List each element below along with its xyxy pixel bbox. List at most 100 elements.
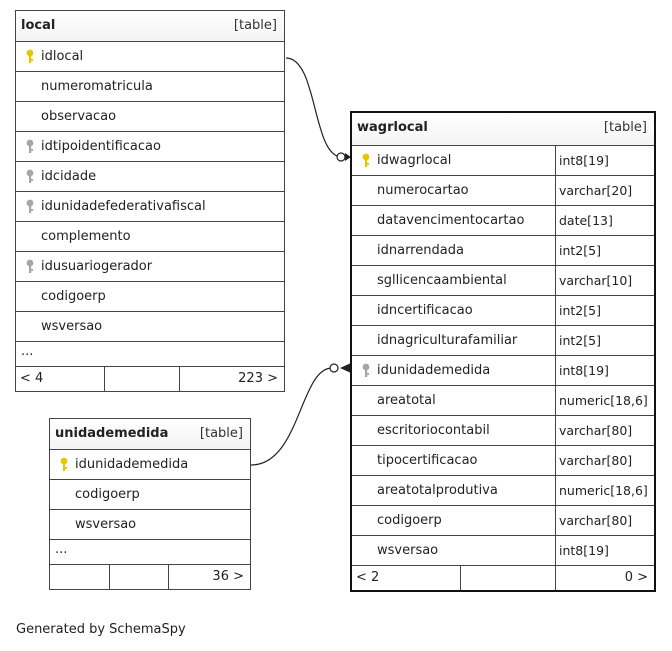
column-row[interactable]: escritoriocontabil varchar[80] [352,416,654,446]
foreign-key-icon [25,259,35,274]
column-name: codigoerp [377,513,442,528]
table-name: wagrlocal [357,120,428,135]
generated-by-label: Generated by SchemaSpy [16,622,186,637]
column-row[interactable]: observacao [16,102,284,132]
column-name: areatotalprodutiva [377,483,498,498]
table-header[interactable]: local [table] [16,11,284,42]
column-name: idncertificacao [377,303,473,318]
column-type: int8[19] [555,356,654,385]
foreign-key-icon [25,199,35,214]
foreign-key-icon [25,169,35,184]
column-type: varchar[20] [555,176,654,205]
column-type: varchar[80] [555,446,654,475]
column-row[interactable]: codigoerp [50,480,250,510]
more-columns: ... [50,540,250,565]
more-columns: ... [16,342,284,367]
column-row[interactable]: wsversao int8[19] [352,536,654,566]
column-name: datavencimentocartao [377,213,525,228]
table-unidademedida[interactable]: unidademedida [table] idunidademedida cod… [49,418,251,590]
foreign-key-icon [361,363,371,378]
foreign-key-icon [25,139,35,154]
relationship-line-local-wagrlocal [285,57,343,158]
crowfoot-marker [340,363,351,373]
column-row[interactable]: wsversao [50,510,250,540]
column-row[interactable]: numerocartao varchar[20] [352,176,654,206]
table-footer: < 2 0 > [352,566,654,590]
column-name: areatotal [377,393,436,408]
table-local[interactable]: local [table] idlocal numeromatricula obse… [15,10,285,392]
column-row[interactable]: datavencimentocartao date[13] [352,206,654,236]
crowfoot-marker [345,153,351,161]
column-row[interactable]: areatotal numeric[18,6] [352,386,654,416]
column-row[interactable]: idunidademedida int8[19] [352,356,654,386]
key-icon [361,153,371,168]
children-count[interactable]: 223 > [238,371,278,386]
relationship-line-unidademedida-wagrlocal [250,367,333,466]
column-row[interactable]: numeromatricula [16,72,284,102]
column-name: wsversao [377,543,439,558]
column-row[interactable]: idunidademedida [50,450,250,480]
column-name: observacao [41,109,117,124]
column-name: idunidademedida [377,363,491,378]
column-name: idunidademedida [75,457,189,472]
column-name: sgllicencaambiental [377,273,507,288]
table-kind: [table] [199,426,243,441]
children-count[interactable]: 36 > [212,569,244,584]
column-row[interactable]: idusuariogerador [16,252,284,282]
children-count[interactable]: 0 > [624,570,648,585]
column-name: wsversao [41,319,103,334]
column-row[interactable]: idtipoidentificacao [16,132,284,162]
table-kind: [table] [603,120,647,135]
table-footer: 36 > [50,565,250,589]
table-header[interactable]: unidademedida [table] [50,419,250,450]
column-name: idnarrendada [377,243,464,258]
column-name: idtipoidentificacao [41,139,161,154]
column-name: numeromatricula [41,79,153,94]
table-name: unidademedida [55,426,169,441]
column-name: tipocertificacao [377,453,478,468]
column-name: wsversao [75,517,137,532]
column-row[interactable]: idlocal [16,42,284,72]
table-kind: [table] [233,18,277,33]
parents-count[interactable]: < 2 [356,570,380,585]
column-row[interactable]: tipocertificacao varchar[80] [352,446,654,476]
column-name: codigoerp [41,289,106,304]
column-row[interactable]: areatotalprodutiva numeric[18,6] [352,476,654,506]
table-name: local [21,18,56,33]
column-name: codigoerp [75,487,140,502]
table-footer: < 4 223 > [16,367,284,391]
column-row[interactable]: codigoerp [16,282,284,312]
column-row[interactable]: wsversao [16,312,284,342]
column-row[interactable]: idnagriculturafamiliar int2[5] [352,326,654,356]
column-name: idcidade [41,169,97,184]
column-name: complemento [41,229,131,244]
column-row[interactable]: idwagrlocal int8[19] [352,146,654,176]
optional-marker [329,363,339,373]
column-type: numeric[18,6] [555,476,654,505]
column-type: date[13] [555,206,654,235]
column-name: idunidadefederativafiscal [41,199,206,214]
table-header[interactable]: wagrlocal [table] [352,113,654,146]
column-row[interactable]: idcidade [16,162,284,192]
column-row[interactable]: idunidadefederativafiscal [16,192,284,222]
column-name: idnagriculturafamiliar [377,333,518,348]
key-icon [59,457,69,472]
column-name: escritoriocontabil [377,423,490,438]
column-name: idusuariogerador [41,259,153,274]
column-type: varchar[80] [555,416,654,445]
column-name: idwagrlocal [377,153,452,168]
optional-marker [336,152,346,162]
column-type: int2[5] [555,326,654,355]
column-name: numerocartao [377,183,469,198]
parents-count[interactable]: < 4 [20,371,44,386]
column-type: int8[19] [555,536,654,565]
column-row[interactable]: complemento [16,222,284,252]
column-type: int8[19] [555,146,654,175]
column-type: numeric[18,6] [555,386,654,415]
